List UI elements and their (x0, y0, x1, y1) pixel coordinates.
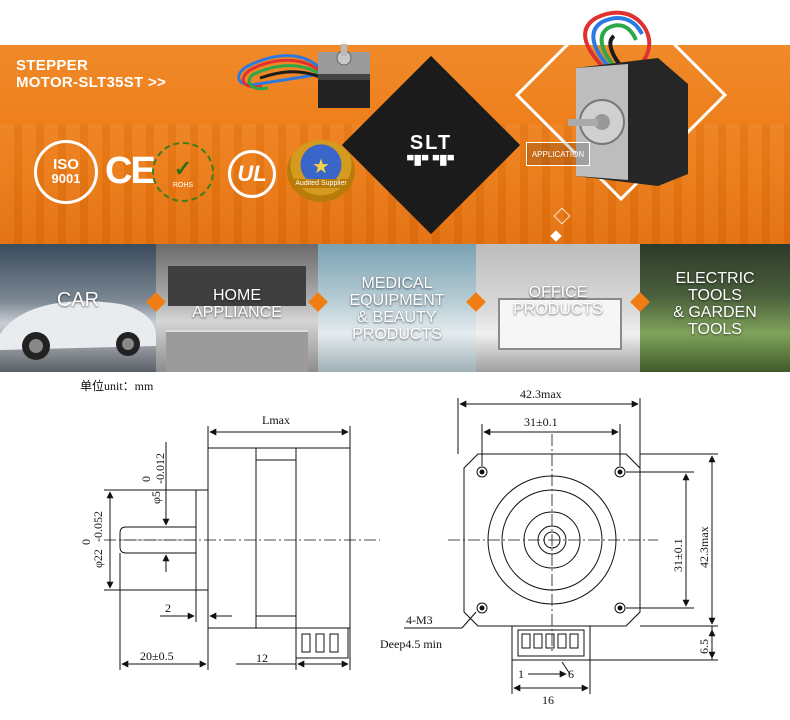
car-icon (0, 301, 156, 360)
product-banner: STEPPER MOTOR-SLT35ST >> ISO 9001 CE ✓ R… (0, 0, 790, 244)
iso-text: ISO (53, 156, 79, 173)
application-label: ELECTRIC TOOLS & GARDEN TOOLS (673, 270, 757, 338)
dim-boss-tol-upper: 0 (79, 539, 93, 545)
dim-height-max: 42.3max (697, 526, 711, 568)
slt-logo: SLT ▀█▀ ▀█▀ (396, 132, 466, 165)
dim-hole-spacing-h: 31±0.1 (524, 415, 558, 429)
dim-lmax: Lmax (262, 413, 290, 427)
dim-shaft-diameter: φ5 (149, 491, 163, 504)
application-label: OFFICE PRODUCTS (513, 284, 603, 318)
technical-drawing: Lmax φ5 0 -0.012 φ22 0 -0.052 2 20±0.5 1… (79, 387, 718, 707)
dim-depth: Deep4.5 min (380, 637, 442, 651)
dim-boss-diameter: φ22 (91, 549, 105, 568)
dim-connector-width: 16 (542, 693, 554, 707)
dim-hole-spacing-v: 31±0.1 (671, 538, 685, 572)
pin-start: 1 (518, 667, 524, 681)
check-icon: ✓ (173, 155, 193, 181)
dim-holes: 4-M3 (406, 613, 433, 627)
application-label: HOME APPLIANCE (192, 287, 282, 321)
rohs-badge-icon: ✓ ROHS (152, 142, 214, 202)
dim-width-max: 42.3max (520, 387, 562, 401)
stepper-motor-small-icon (318, 44, 370, 108)
ul-mark-icon: UL (228, 150, 276, 198)
iso-number: 9001 (51, 171, 81, 186)
application-office[interactable]: OFFICE PRODUCTS (476, 244, 640, 372)
dim-boss-length: 2 (165, 601, 171, 615)
banner-title: STEPPER MOTOR-SLT35ST >> (16, 57, 256, 91)
dim-connector-height: 6.5 (697, 639, 711, 654)
pin-end: 6 (568, 667, 574, 681)
audited-supplier-badge-icon: ★ Audited Supplier (287, 140, 355, 202)
iso9001-badge-icon: ISO 9001 (34, 140, 98, 204)
motor-wires-icon (583, 10, 652, 70)
application-label[interactable]: APPLICATION (526, 142, 590, 166)
star-icon: ★ (312, 156, 330, 178)
rohs-text: ROHS (172, 181, 194, 189)
motor-wires-icon (237, 54, 322, 91)
ce-mark-icon: CE (105, 150, 156, 192)
dim-shaft-tol-lower: -0.012 (153, 453, 167, 484)
dim-shaft-length: 20±0.5 (140, 649, 174, 663)
application-electric-tools[interactable]: ELECTRIC TOOLS & GARDEN TOOLS (640, 244, 790, 372)
audited-text: Audited Supplier (292, 179, 350, 188)
application-label: CAR (56, 289, 100, 311)
application-strip: CAR HOME APPLIANCE MEDICAL EQUIPMENT & B… (0, 244, 790, 372)
stepper-motor-large-icon (568, 58, 688, 186)
banner-title-line2: MOTOR-SLT35ST >> (16, 74, 167, 91)
dimension-drawing: 单位unit：mm (0, 372, 790, 720)
unit-label: 单位unit：mm (80, 379, 154, 393)
application-label: MEDICAL EQUIPMENT & BEAUTY PRODUCTS (349, 275, 445, 343)
logo-mark-icon: ▀█▀ ▀█▀ (407, 155, 455, 165)
dim-boss-tol-lower: -0.052 (91, 511, 105, 542)
application-medical[interactable]: MEDICAL EQUIPMENT & BEAUTY PRODUCTS (318, 244, 476, 372)
brand-name: SLT (409, 132, 453, 154)
dim-shaft-tol-upper: 0 (139, 476, 153, 482)
banner-title-line1: STEPPER (16, 57, 89, 74)
application-car[interactable]: CAR (0, 244, 156, 372)
application-home-appliance[interactable]: HOME APPLIANCE (156, 244, 318, 372)
dim-connector-length: 12 (256, 651, 268, 665)
